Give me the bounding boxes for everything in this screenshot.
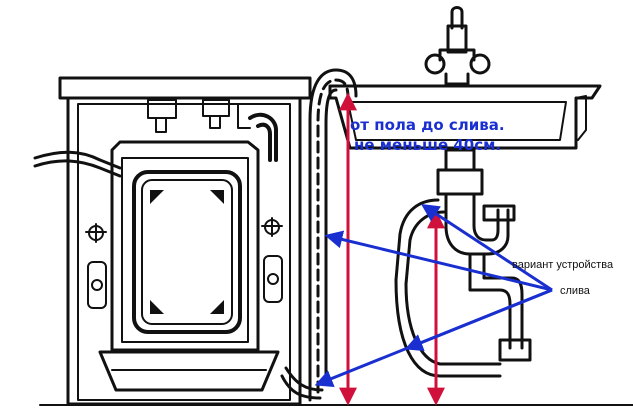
drain-label: слива <box>560 285 591 297</box>
washing-machine <box>33 76 312 406</box>
measure-text-line1: от пола до слива. <box>350 116 505 134</box>
pointer-arrow-to-trap <box>420 204 553 292</box>
variant-label: вариант устройства <box>512 259 614 271</box>
pointer-arrows <box>314 204 553 387</box>
sink <box>328 6 602 378</box>
drain-hose <box>280 68 358 402</box>
measure-arrows <box>339 92 445 406</box>
pointer-arrow-to-machine-hose <box>324 230 553 292</box>
pointer-arrow-to-machine-base <box>314 288 553 387</box>
measure-text-line2: не меньше 40см. <box>354 136 501 154</box>
